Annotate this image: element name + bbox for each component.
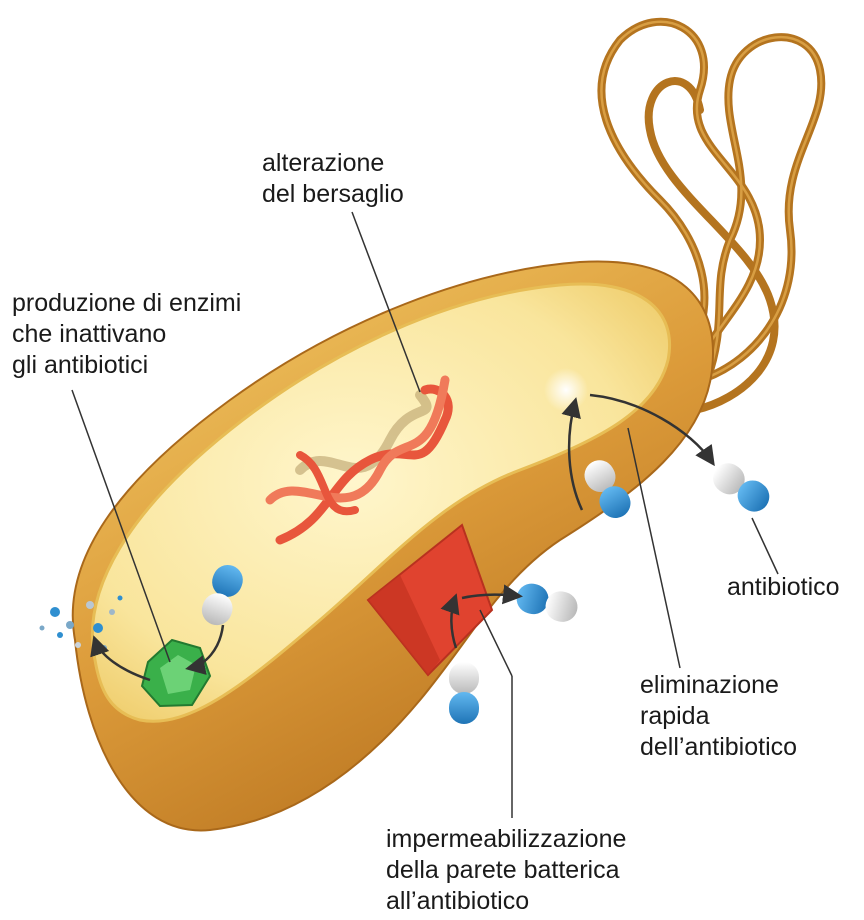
label-line: gli antibiotici — [12, 350, 241, 381]
label-antibiotic: antibiotico — [727, 572, 840, 603]
label-target-alteration: alterazione del bersaglio — [262, 148, 404, 210]
label-wall-impermeability: impermeabilizzazione della parete batter… — [386, 824, 626, 917]
antibiotic-capsule-outside — [449, 662, 479, 724]
label-line: rapida — [640, 701, 797, 732]
label-line: alterazione — [262, 148, 404, 179]
label-line: eliminazione — [640, 670, 797, 701]
elimination-flash — [544, 368, 588, 412]
label-line: dell’antibiotico — [640, 732, 797, 763]
label-line: produzione di enzimi — [12, 288, 241, 319]
label-line: impermeabilizzazione — [386, 824, 626, 855]
label-line: della parete batterica — [386, 855, 626, 886]
label-line: antibiotico — [727, 572, 840, 603]
label-line: del bersaglio — [262, 179, 404, 210]
antibiotic-capsule-free — [707, 457, 775, 517]
antibiotic-capsule-wall — [513, 580, 581, 625]
label-enzyme-production: produzione di enzimi che inattivano gli … — [12, 288, 241, 381]
label-line: che inattivano — [12, 319, 241, 350]
label-line: all’antibiotico — [386, 886, 626, 917]
label-rapid-elimination: eliminazione rapida dell’antibiotico — [640, 670, 797, 763]
